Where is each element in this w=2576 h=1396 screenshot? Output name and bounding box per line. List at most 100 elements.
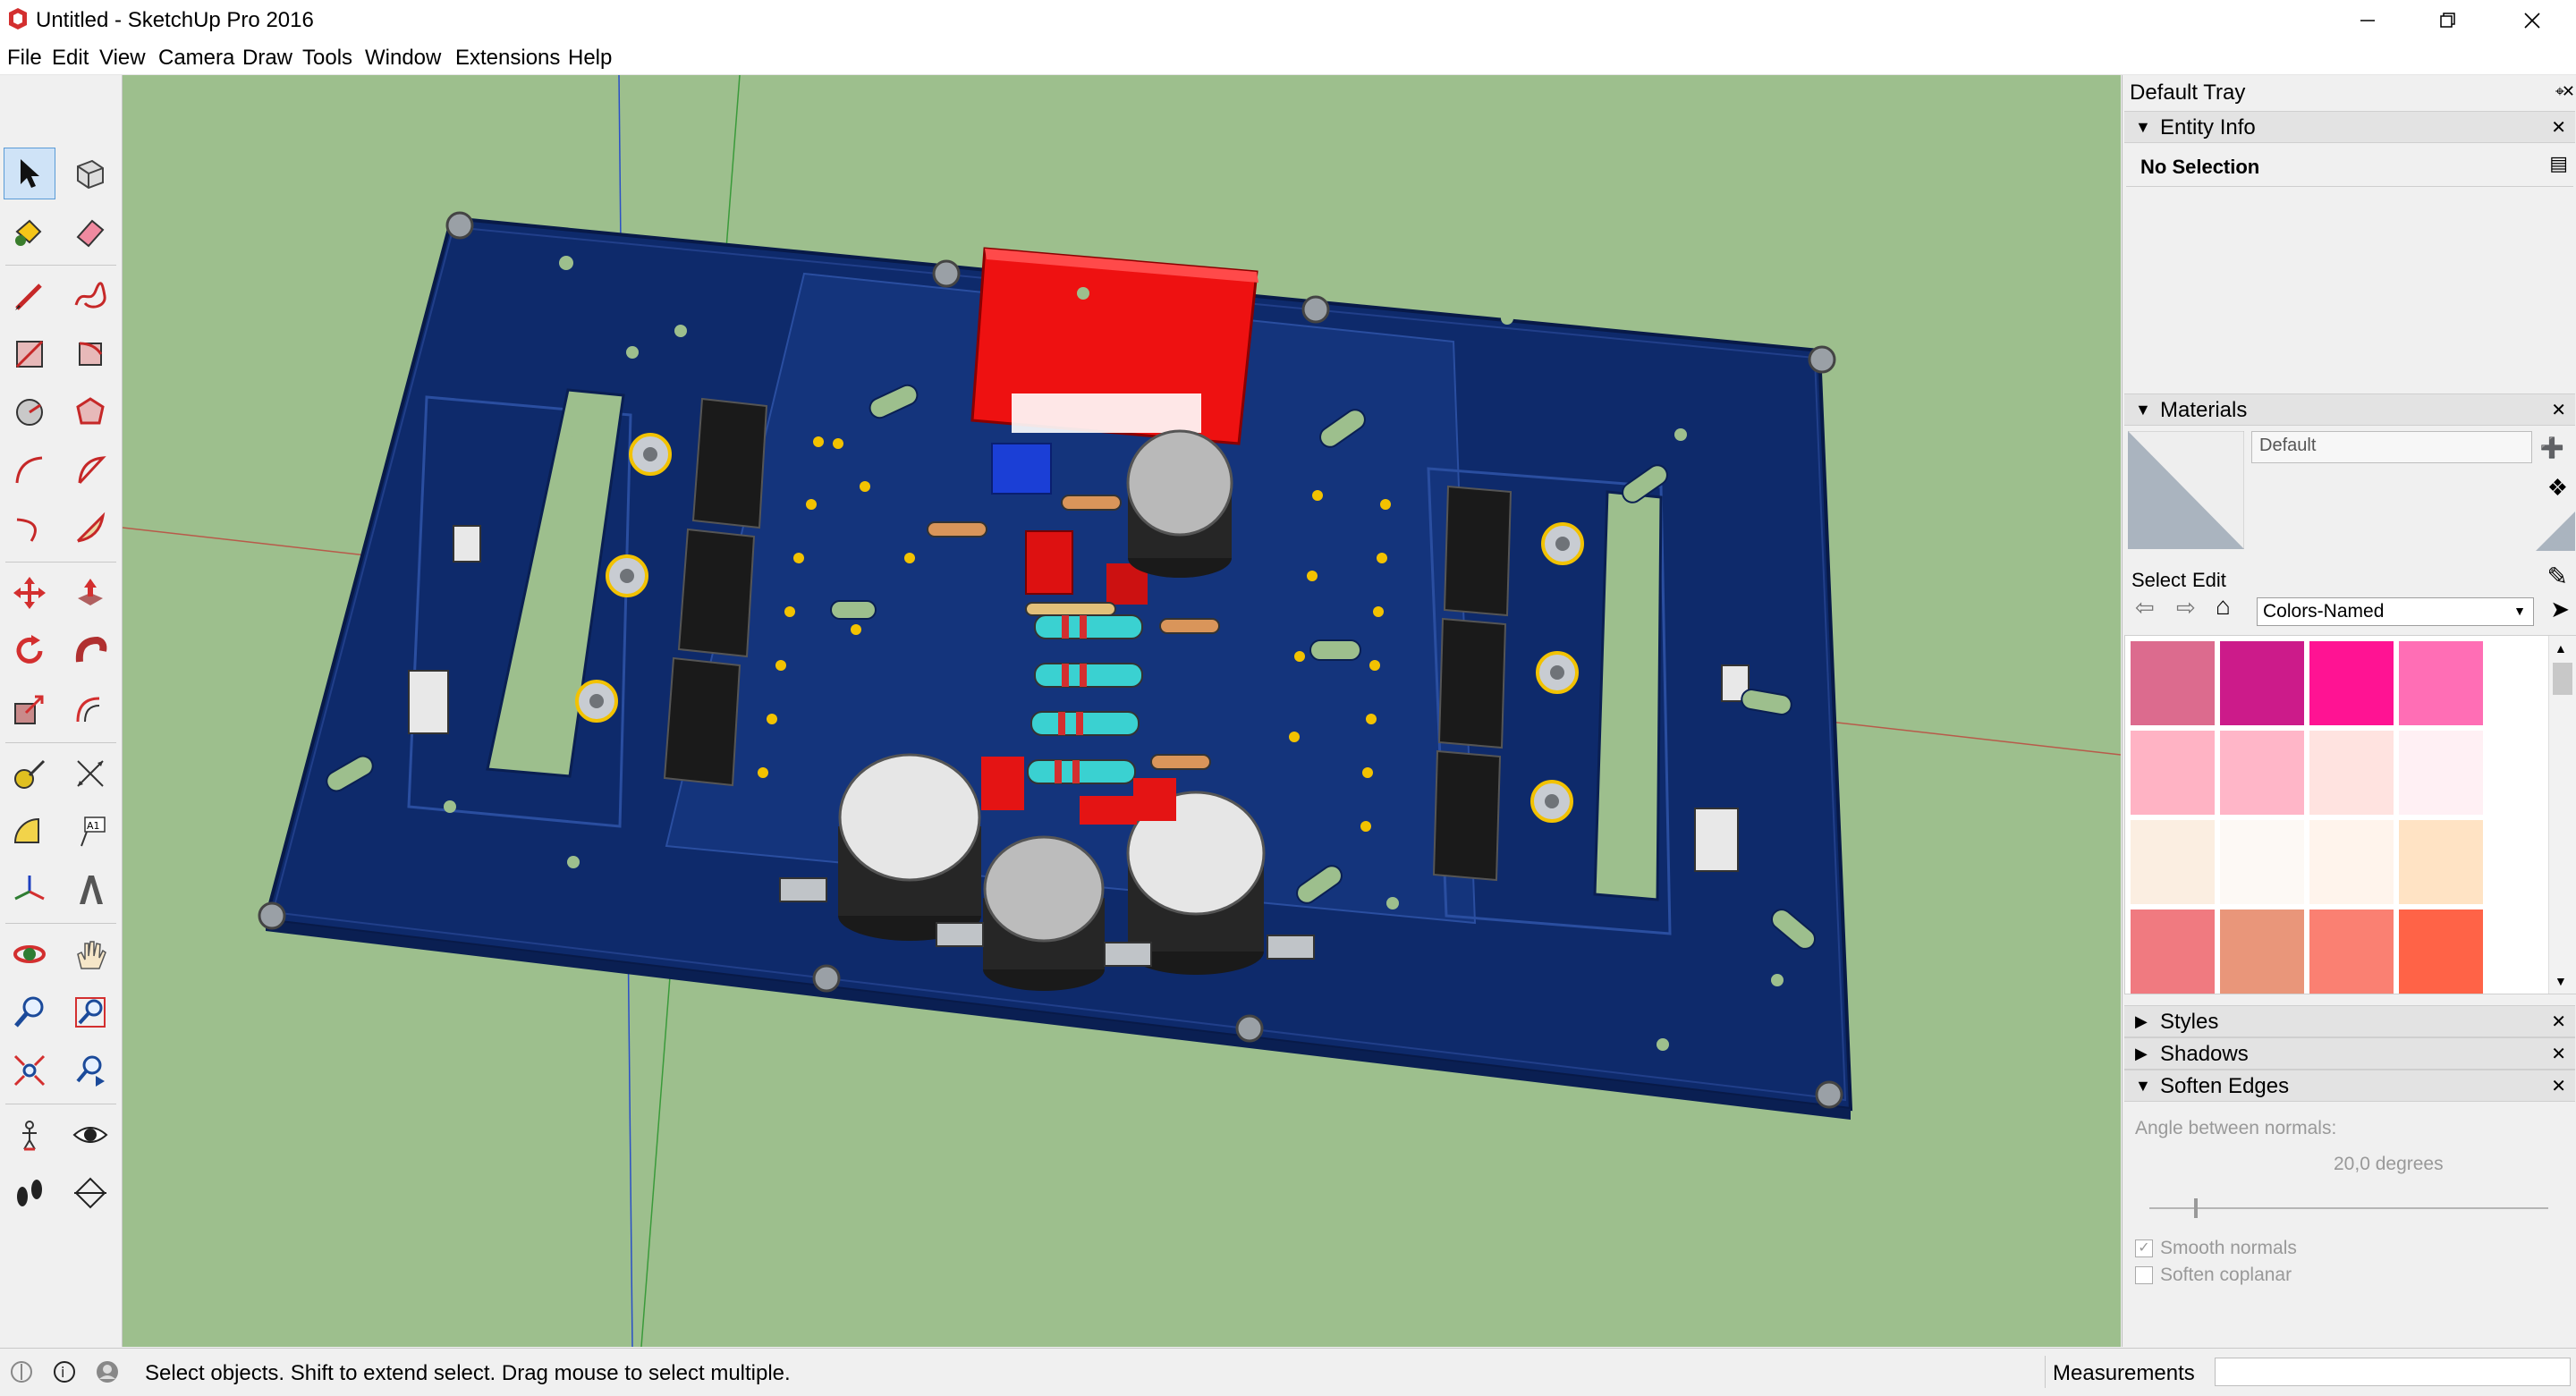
soften-coplanar-checkbox[interactable] — [2135, 1266, 2153, 1284]
axes-tool[interactable] — [4, 864, 55, 916]
material-name-field[interactable]: Default — [2251, 431, 2532, 463]
close-icon[interactable]: ✕ — [2551, 1012, 2566, 1032]
swatch[interactable] — [2399, 910, 2483, 994]
details-icon[interactable]: ➤ — [2550, 596, 2570, 622]
tab-edit[interactable]: Edit — [2192, 569, 2226, 591]
pcb-model-view[interactable] — [123, 75, 2121, 1347]
circle-tool[interactable] — [4, 386, 55, 438]
scale-tool[interactable] — [4, 683, 55, 735]
swatch[interactable] — [2220, 641, 2304, 725]
soften-edges-header[interactable]: ▼ Soften Edges ✕ — [2124, 1070, 2575, 1102]
two-point-arc-tool[interactable] — [4, 503, 55, 554]
swatch[interactable] — [2399, 820, 2483, 904]
tab-select[interactable]: Select — [2131, 569, 2187, 591]
sample-paint-icon[interactable]: ❖ — [2546, 474, 2568, 501]
scroll-down-icon[interactable]: ▼ — [2555, 974, 2567, 988]
menu-window[interactable]: Window — [365, 46, 442, 70]
create-material-icon[interactable]: ➕ — [2539, 436, 2564, 459]
rotate-tool[interactable] — [4, 625, 55, 677]
home-icon[interactable]: ⌂ — [2216, 592, 2231, 620]
swatch[interactable] — [2309, 910, 2394, 994]
eyedropper-icon[interactable]: ✎ — [2546, 563, 2568, 590]
slider-thumb[interactable] — [2194, 1198, 2198, 1218]
user-icon[interactable] — [95, 1359, 120, 1384]
library-select[interactable]: Colors-Named ▼ — [2257, 597, 2534, 626]
tray-close-icon[interactable]: ✕ — [2561, 82, 2575, 100]
paint-bucket-tool[interactable] — [4, 206, 55, 258]
arc-tool[interactable] — [4, 444, 55, 496]
close-window-button[interactable] — [2492, 0, 2572, 40]
close-icon[interactable]: ✕ — [2551, 1077, 2566, 1096]
follow-me-tool[interactable] — [64, 625, 116, 677]
swatch[interactable] — [2131, 731, 2215, 815]
move-tool[interactable] — [4, 567, 55, 619]
menu-draw[interactable]: Draw — [242, 46, 293, 70]
3d-text-tool[interactable] — [64, 864, 116, 916]
close-icon[interactable]: ✕ — [2551, 401, 2566, 420]
protractor-tool[interactable] — [4, 806, 55, 858]
menu-help[interactable]: Help — [568, 46, 613, 70]
swatch[interactable] — [2131, 820, 2215, 904]
scroll-thumb[interactable] — [2553, 663, 2572, 695]
swatch[interactable] — [2220, 731, 2304, 815]
geolocation-icon[interactable] — [9, 1359, 34, 1384]
three-point-arc-tool[interactable] — [64, 503, 116, 554]
menu-extensions[interactable]: Extensions — [455, 46, 561, 70]
polygon-tool[interactable] — [64, 386, 116, 438]
menu-edit[interactable]: Edit — [52, 46, 89, 70]
rectangle-tool[interactable] — [4, 328, 55, 380]
menu-view[interactable]: View — [99, 46, 146, 70]
line-tool[interactable] — [4, 270, 55, 322]
swatch[interactable] — [2399, 641, 2483, 725]
drawing-area[interactable] — [123, 75, 2121, 1347]
back-icon[interactable]: ⇦ — [2135, 594, 2155, 621]
restore-button[interactable] — [2408, 0, 2488, 40]
swatch[interactable] — [2131, 641, 2215, 725]
menu-file[interactable]: File — [7, 46, 42, 70]
minimize-button[interactable] — [2327, 0, 2408, 40]
close-icon[interactable]: ✕ — [2551, 1045, 2566, 1064]
component-tool[interactable] — [64, 148, 116, 199]
offset-tool[interactable] — [64, 683, 116, 735]
pie-tool[interactable] — [64, 444, 116, 496]
zoom-window-tool[interactable] — [64, 986, 116, 1038]
swatch[interactable] — [2220, 910, 2304, 994]
entity-info-header[interactable]: ▼ Entity Info ✕ — [2124, 111, 2575, 143]
push-pull-tool[interactable] — [64, 567, 116, 619]
expand-details-icon[interactable]: ▤ — [2549, 152, 2568, 174]
smooth-normals-checkbox[interactable]: ✓ — [2135, 1239, 2153, 1257]
scroll-up-icon[interactable]: ▲ — [2555, 641, 2567, 656]
swatch[interactable] — [2309, 731, 2394, 815]
look-around-tool[interactable] — [64, 1109, 116, 1161]
section-plane-tool[interactable] — [64, 1167, 116, 1219]
freehand-tool[interactable] — [64, 270, 116, 322]
pan-tool[interactable] — [64, 928, 116, 980]
swatch-scrollbar[interactable]: ▲ ▼ — [2548, 636, 2576, 994]
walk-tool[interactable] — [4, 1167, 55, 1219]
select-tool[interactable] — [4, 148, 55, 199]
eraser-tool[interactable] — [64, 206, 116, 258]
display-secondary-icon[interactable] — [2536, 512, 2575, 551]
swatch[interactable] — [2309, 641, 2394, 725]
swatch[interactable] — [2309, 820, 2394, 904]
position-camera-tool[interactable] — [4, 1109, 55, 1161]
text-tool[interactable]: A1 — [64, 806, 116, 858]
orbit-tool[interactable] — [4, 928, 55, 980]
menu-tools[interactable]: Tools — [302, 46, 353, 70]
tape-measure-tool[interactable] — [4, 748, 55, 800]
measurements-field[interactable] — [2215, 1358, 2571, 1386]
zoom-tool[interactable] — [4, 986, 55, 1038]
pin-icon[interactable]: ⌖ — [2555, 82, 2564, 100]
zoom-extents-tool[interactable] — [4, 1045, 55, 1096]
swatch[interactable] — [2131, 910, 2215, 994]
swatch[interactable] — [2220, 820, 2304, 904]
rotated-rectangle-tool[interactable] — [64, 328, 116, 380]
previous-view-tool[interactable] — [64, 1045, 116, 1096]
materials-header[interactable]: ▼ Materials ✕ — [2124, 393, 2575, 426]
credits-icon[interactable]: i — [52, 1359, 77, 1384]
menu-camera[interactable]: Camera — [158, 46, 235, 70]
swatch[interactable] — [2399, 731, 2483, 815]
close-icon[interactable]: ✕ — [2551, 118, 2566, 138]
styles-header[interactable]: ▶ Styles ✕ — [2124, 1005, 2575, 1037]
angle-slider[interactable] — [2149, 1198, 2548, 1218]
